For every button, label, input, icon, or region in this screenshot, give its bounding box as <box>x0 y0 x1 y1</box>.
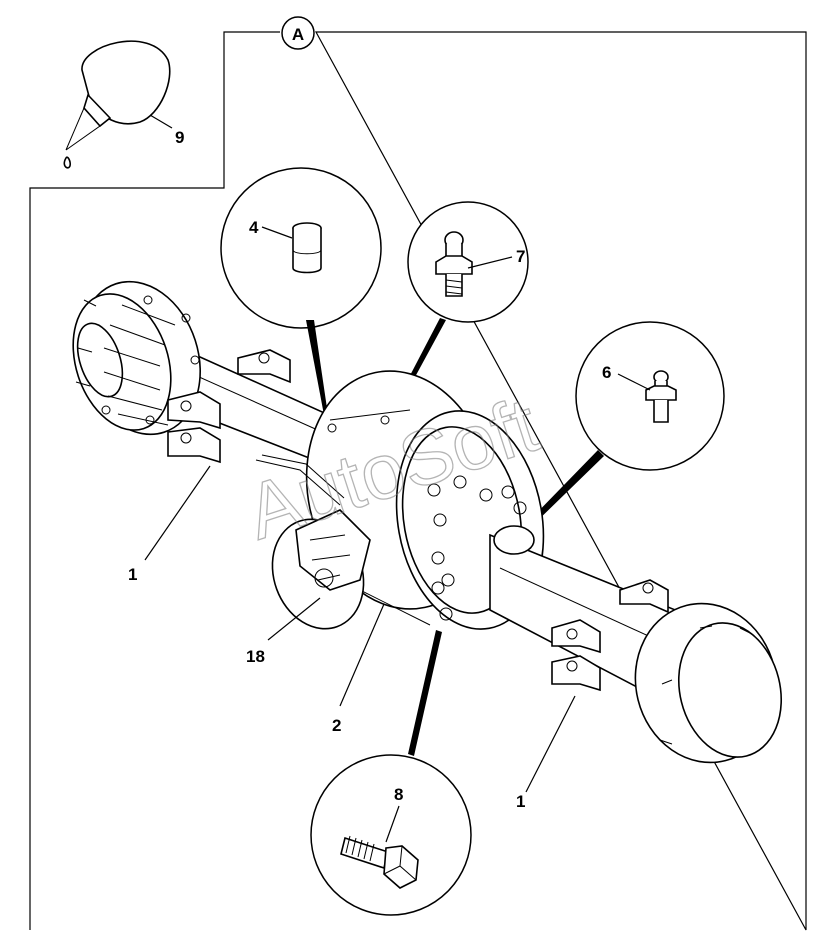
label-brake-assembly: 18 <box>246 647 265 666</box>
axle-assembly <box>72 280 783 764</box>
label-adhesive: 9 <box>175 128 184 147</box>
diagram-frame <box>29 31 807 931</box>
section-marker-label: A <box>292 25 304 44</box>
pointer-grease-side <box>526 450 604 528</box>
grease-nipple-icon <box>435 231 473 297</box>
label-axle-housing: 2 <box>332 716 341 735</box>
label-grease-nipple-top: 7 <box>516 247 525 266</box>
bolt-icon <box>340 835 419 889</box>
grease-nipple-icon <box>645 370 677 423</box>
label-axle-mount-left: 1 <box>128 565 137 584</box>
plug-icon <box>292 222 322 274</box>
adhesive-bottle-icon <box>63 40 171 169</box>
label-axle-mount-right: 1 <box>516 792 525 811</box>
label-plug: 4 <box>249 218 259 237</box>
label-bolt: 8 <box>394 785 403 804</box>
pointer-bolt <box>408 630 442 756</box>
section-marker-circle <box>281 16 315 50</box>
label-grease-nipple-side: 6 <box>602 363 611 382</box>
callout-bolt <box>310 754 472 916</box>
pointer-plug <box>306 320 328 415</box>
